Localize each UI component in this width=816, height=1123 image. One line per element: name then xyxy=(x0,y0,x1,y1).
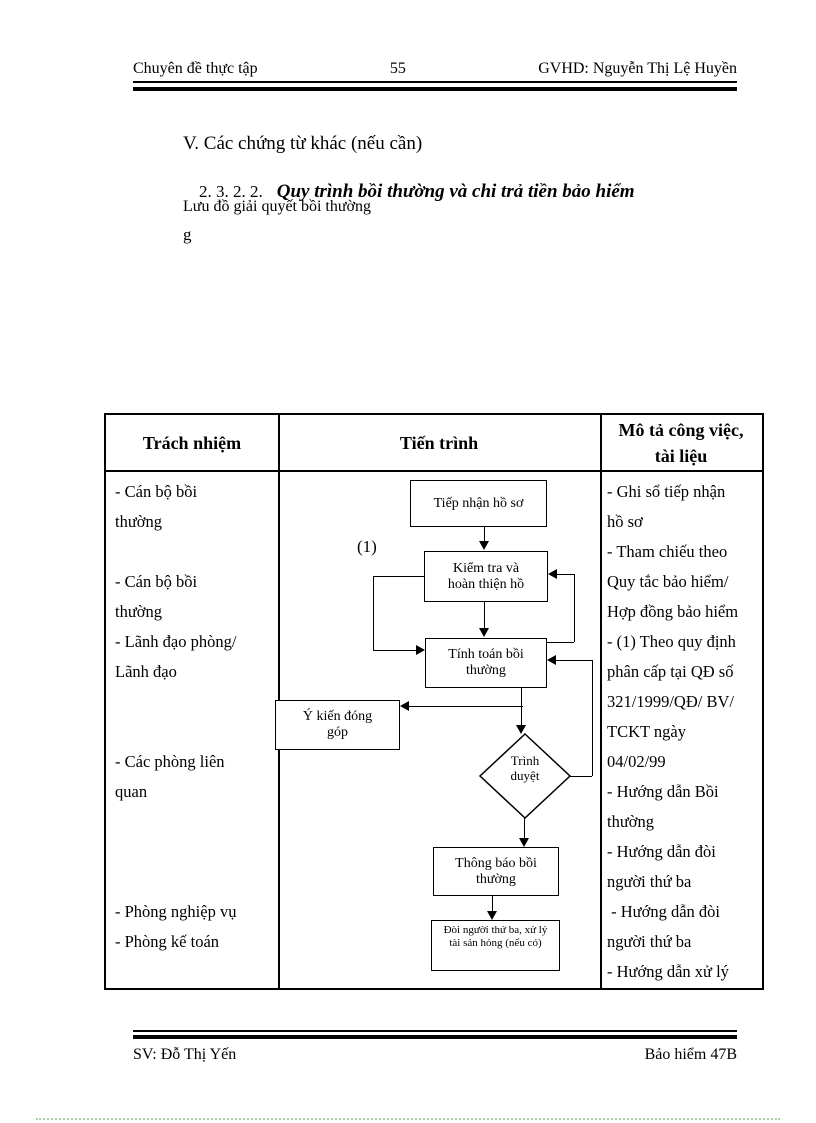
arrow-left-icon xyxy=(548,569,557,579)
description-cell: - Ghi sổ tiếp nhận hồ sơ - Tham chiếu th… xyxy=(607,482,739,981)
flow-decision-diamond xyxy=(478,733,572,819)
flow-node-feedback: Ý kiến đóng góp xyxy=(275,700,400,750)
responsibility-cell: - Cán bộ bồi thường - Cán bộ bồi thường … xyxy=(115,482,237,951)
header-right-text: GVHD: Nguyễn Thị Lệ Huyền xyxy=(538,60,737,77)
column-header-process: Tiến trình xyxy=(399,432,479,453)
stray-text-line: g xyxy=(183,225,192,244)
connector-line xyxy=(492,896,493,912)
connector-line xyxy=(574,574,575,642)
table-divider-2 xyxy=(600,415,602,988)
subtitle-line: Lưu đồ giải quyết bồi thường xyxy=(183,198,372,215)
arrow-left-icon xyxy=(400,701,409,711)
page-header: Chuyên đề thực tập 55 GVHD: Nguyễn Thị L… xyxy=(133,60,737,78)
footer-rule-thin xyxy=(133,1030,737,1032)
header-left-text: Chuyên đề thực tập xyxy=(133,60,258,77)
flow-node-notify: Thông báo bồi thường xyxy=(433,847,559,896)
table-header-rule xyxy=(106,470,762,472)
connector-line xyxy=(484,527,485,542)
arrow-right-icon xyxy=(416,645,425,655)
header-rule-thin xyxy=(133,81,737,83)
flow-node-check: Kiểm tra và hoàn thiện hồ xyxy=(424,551,548,602)
process-table: Trách nhiệm Tiến trình Mô tả công việc, … xyxy=(104,413,764,990)
connector-line xyxy=(373,576,374,650)
connector-line xyxy=(547,642,574,643)
flow-node-receive: Tiếp nhận hồ sơ xyxy=(410,480,547,527)
section-title: Quy trình bồi thường và chi trả tiền bảo… xyxy=(276,181,635,202)
arrow-left-icon xyxy=(547,655,556,665)
footer-left-text: SV: Đỗ Thị Yến xyxy=(133,1046,237,1063)
connector-line xyxy=(557,574,574,575)
column-header-responsibility: Trách nhiệm xyxy=(142,432,242,453)
flow-node-calculate: Tính toán bồi thường xyxy=(425,638,547,688)
column-header-description: Mô tả công việc, tài liệu xyxy=(618,419,744,466)
connector-line xyxy=(524,818,525,839)
bottom-dotted-divider xyxy=(36,1118,780,1120)
connector-line xyxy=(556,660,592,661)
section-heading: 2. 3. 2. 2. Quy trình bồi thường và chi t… xyxy=(183,163,635,221)
arrow-down-icon xyxy=(519,838,529,847)
flow-node-recovery: Đòi người thứ ba, xử lý tài sản hỏng (nế… xyxy=(431,920,560,971)
flow-decision-label: Trình duyệt xyxy=(510,753,540,783)
connector-line xyxy=(373,576,424,577)
connector-line xyxy=(592,660,593,776)
page-footer: SV: Đỗ Thị Yến Bảo hiểm 47B xyxy=(133,1046,737,1064)
arrow-down-icon xyxy=(516,725,526,734)
arrow-down-icon xyxy=(487,911,497,920)
header-rule-thick xyxy=(133,87,737,91)
connector-line xyxy=(484,602,485,629)
header-page-number: 55 xyxy=(389,60,406,77)
footer-right-text: Bảo hiểm 47B xyxy=(644,1046,737,1063)
flow-annotation-1: (1) xyxy=(357,537,377,556)
section-number: 2. 3. 2. 2. xyxy=(199,182,263,201)
footer-rule-thick xyxy=(133,1035,737,1039)
arrow-down-icon xyxy=(479,541,489,550)
connector-line xyxy=(373,650,416,651)
connector-line xyxy=(408,706,523,707)
connector-line xyxy=(521,688,522,726)
connector-line xyxy=(570,776,592,777)
section-v-line: V. Các chứng từ khác (nếu cần) xyxy=(183,133,423,154)
arrow-down-icon xyxy=(479,628,489,637)
